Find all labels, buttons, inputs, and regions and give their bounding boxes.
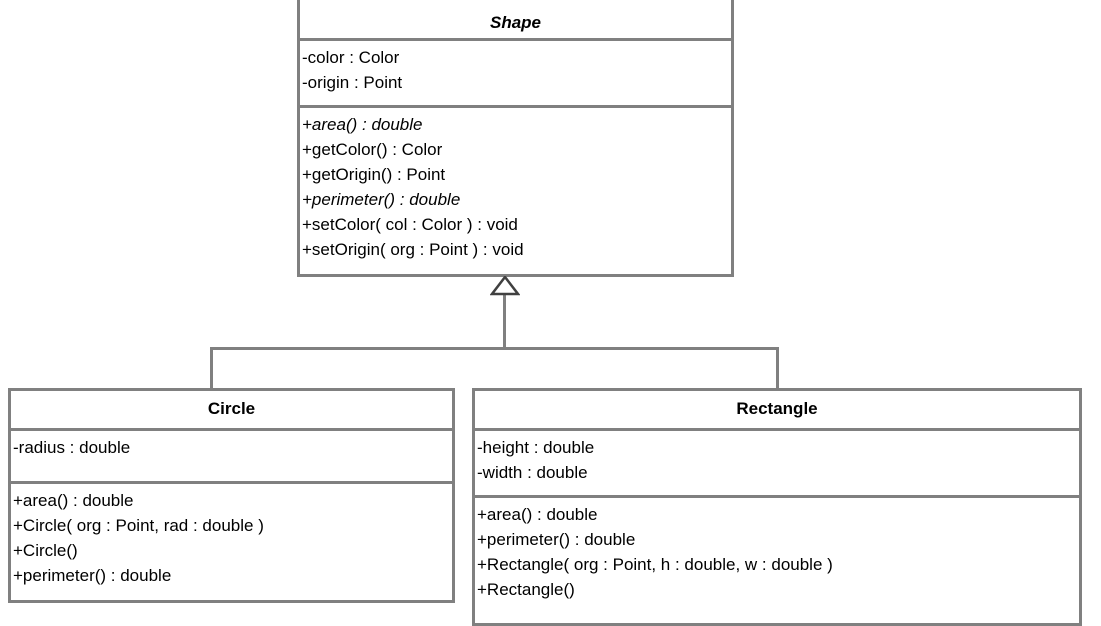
operation-row: +Circle( org : Point, rad : double ): [13, 516, 264, 535]
operation-row: +area() : double: [477, 505, 598, 524]
operation-row: +perimeter() : double: [302, 190, 461, 209]
operation-row: +area() : double: [302, 115, 423, 134]
attributes-compartment-shape: -color : Color -origin : Point: [300, 38, 731, 105]
class-box-shape[interactable]: Shape -color : Color -origin : Point +ar…: [297, 0, 734, 277]
operation-row: +setColor( col : Color ) : void: [302, 215, 518, 234]
operation-row: +perimeter() : double: [477, 530, 636, 549]
class-box-rectangle[interactable]: Rectangle -height : double -width : doub…: [472, 388, 1082, 626]
generalization-branch-to-rectangle: [776, 347, 779, 390]
operation-row: +area() : double: [13, 491, 134, 510]
attribute-row: -color : Color: [302, 48, 400, 67]
operations-compartment-circle: +area() : double +Circle( org : Point, r…: [11, 481, 452, 590]
attributes-compartment-rectangle: -height : double -width : double: [475, 428, 1079, 495]
class-box-circle[interactable]: Circle -radius : double +area() : double…: [8, 388, 455, 603]
class-name-shape: Shape: [489, 13, 542, 32]
attribute-row: -origin : Point: [302, 73, 403, 92]
operation-row: +Circle(): [13, 541, 78, 560]
operation-row: +Rectangle( org : Point, h : double, w :…: [477, 555, 833, 574]
class-name-circle: Circle: [207, 399, 256, 418]
operation-row: +getOrigin() : Point: [302, 165, 446, 184]
generalization-branch-to-circle: [210, 347, 213, 390]
attribute-row: -width : double: [477, 463, 588, 482]
operations-compartment-shape: +area() : double +getColor() : Color +ge…: [300, 105, 731, 264]
generalization-triangle-icon: [490, 276, 520, 296]
operation-row: +setOrigin( org : Point ) : void: [302, 240, 524, 259]
generalization-stem-line: [503, 292, 506, 350]
attributes-compartment-circle: -radius : double: [11, 428, 452, 481]
attribute-row: -height : double: [477, 438, 595, 457]
operation-row: +getColor() : Color: [302, 140, 443, 159]
class-name-rectangle: Rectangle: [736, 399, 818, 418]
generalization-horizontal-bar: [210, 347, 779, 350]
operations-compartment-rectangle: +area() : double +perimeter() : double +…: [475, 495, 1079, 604]
operation-row: +perimeter() : double: [13, 566, 172, 585]
attribute-row: -radius : double: [13, 438, 131, 457]
operation-row: +Rectangle(): [477, 580, 575, 599]
